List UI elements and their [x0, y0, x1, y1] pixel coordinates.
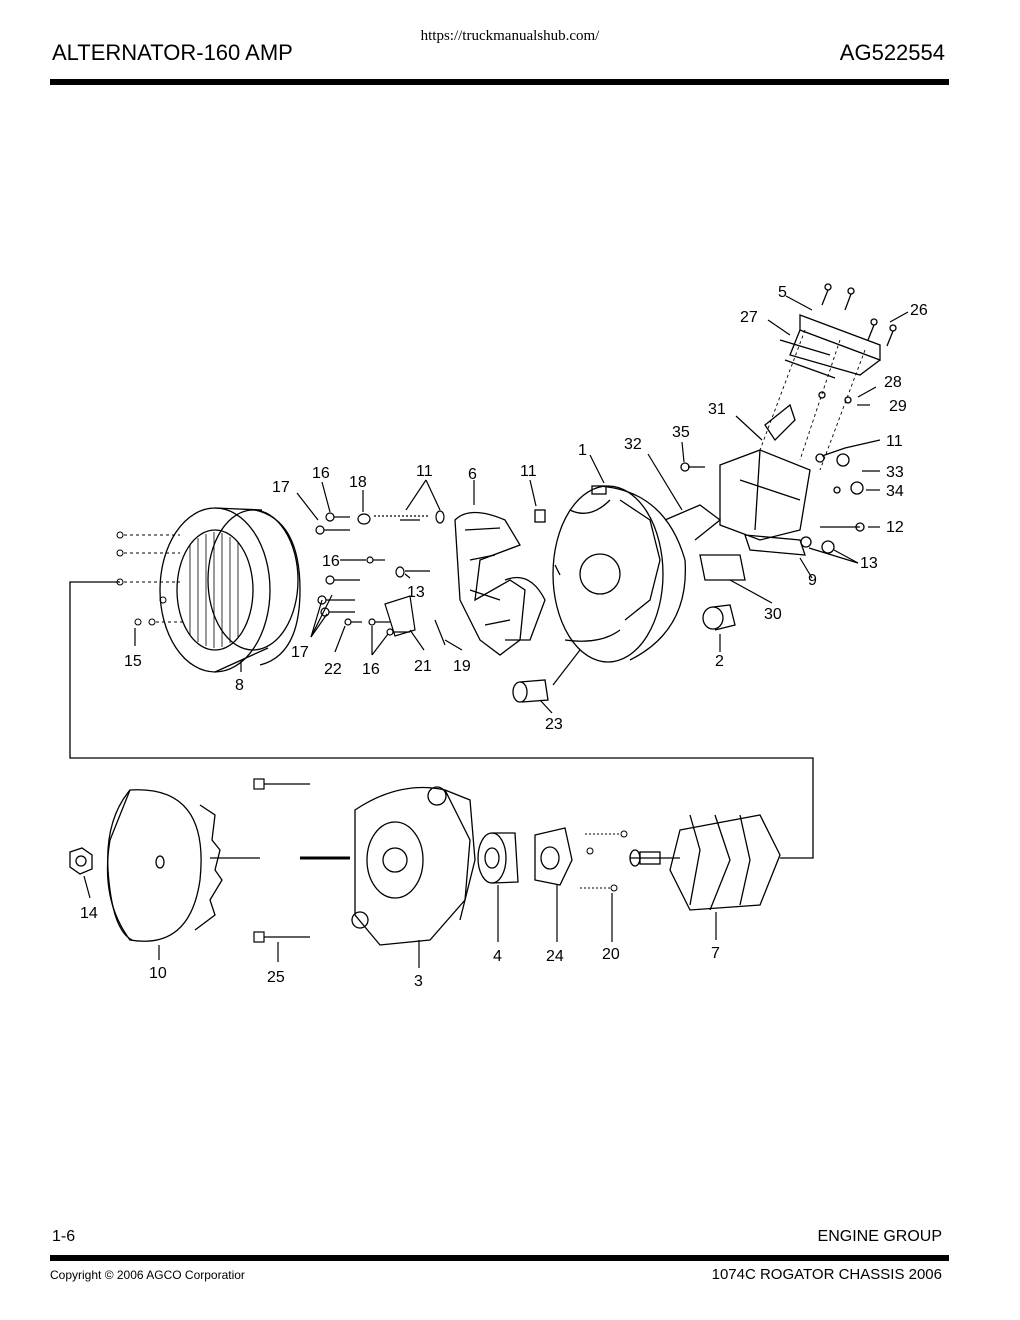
callout-13-main: 13	[407, 584, 425, 601]
nut-part-14	[69, 847, 93, 875]
callout-19: 19	[453, 658, 471, 675]
stator-part-8	[159, 507, 301, 673]
callout-23: 23	[545, 716, 563, 733]
callout-24: 24	[546, 948, 564, 965]
section-group: ENGINE GROUP	[817, 1228, 942, 1245]
callout-9: 9	[808, 572, 817, 589]
page-title: ALTERNATOR-160 AMP	[52, 40, 293, 65]
callout-13-regulator: 13	[860, 555, 878, 572]
screws-group-16-17	[315, 510, 446, 646]
bushing-part-23	[512, 679, 549, 703]
rotor-part-7	[629, 814, 800, 911]
fan-part-10	[106, 789, 223, 942]
callout-25: 25	[267, 969, 285, 986]
callout-27: 27	[740, 309, 758, 326]
regulator-assembly	[664, 283, 897, 581]
callout-15: 15	[124, 653, 142, 670]
callout-34: 34	[886, 483, 904, 500]
callout-1: 1	[578, 442, 587, 459]
callout-14: 14	[80, 905, 98, 922]
rectifier-part-6	[454, 509, 546, 656]
callout-11-regulator: 11	[886, 433, 903, 450]
callout-16-a: 16	[312, 465, 330, 482]
callout-2: 2	[715, 653, 724, 670]
callout-12: 12	[886, 519, 904, 536]
rear-housing-part-1	[552, 485, 687, 663]
callout-11-b: 11	[520, 463, 537, 480]
through-bolts-part-25	[210, 778, 350, 943]
callout-16-b: 16	[322, 553, 340, 570]
callout-17-b: 17	[291, 644, 309, 661]
callout-26: 26	[910, 302, 928, 319]
callout-6: 6	[468, 466, 477, 483]
callout-10: 10	[149, 965, 167, 982]
callout-16-c: 16	[362, 661, 380, 678]
assembly-connector-line	[69, 581, 814, 859]
callout-31: 31	[708, 401, 726, 418]
callout-32: 32	[624, 436, 642, 453]
part-number: AG522554	[839, 40, 945, 65]
callout-18: 18	[349, 474, 367, 491]
callout-28: 28	[884, 374, 902, 391]
callout-3: 3	[414, 973, 423, 990]
copyright: Copyright © 2006 AGCO Corporatior	[50, 1268, 245, 1282]
callout-21: 21	[414, 658, 432, 675]
leader-lines	[83, 295, 909, 968]
callout-17-a: 17	[272, 479, 290, 496]
callout-20: 20	[602, 946, 620, 963]
callout-22: 22	[324, 661, 342, 678]
callout-4: 4	[493, 948, 502, 965]
callout-8: 8	[235, 677, 244, 694]
callout-7: 7	[711, 945, 720, 962]
callout-11-a: 11	[416, 463, 433, 480]
callout-33: 33	[886, 464, 904, 481]
retainer-plate-part-24	[534, 827, 573, 886]
front-housing-part-3	[351, 786, 476, 946]
page-number: 1-6	[52, 1228, 76, 1245]
spacer-part-4	[477, 832, 519, 884]
header-rule	[50, 79, 949, 85]
callout-35: 35	[672, 424, 690, 441]
screws-part-20	[580, 830, 628, 892]
screw-part-15	[116, 531, 185, 626]
model-name: 1074C ROGATOR CHASSIS 2006	[711, 1266, 942, 1283]
callout-5: 5	[778, 284, 787, 301]
bearing-part-2	[702, 604, 736, 631]
callout-29: 29	[889, 398, 907, 415]
callout-labels: 5 26 27 28 29 31 11 33 34 35 32 1 12 13 …	[80, 284, 928, 990]
callout-30: 30	[764, 606, 782, 623]
source-url: https://truckmanualshub.com/	[420, 28, 600, 44]
footer-rule	[50, 1255, 949, 1261]
